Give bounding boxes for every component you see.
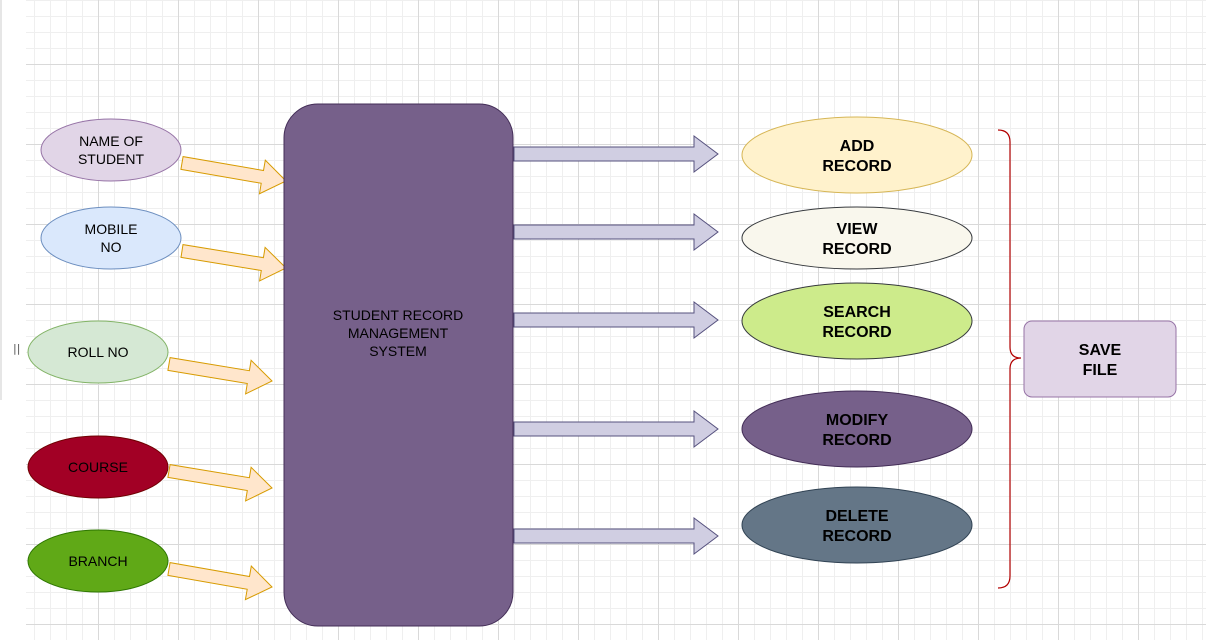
input-ellipse — [27, 529, 169, 593]
output-arrows — [513, 135, 719, 555]
output-arrow-1 — [513, 135, 719, 173]
output-arrow-5 — [513, 517, 719, 555]
input-node-3[interactable]: ROLL NO — [27, 320, 169, 384]
output-arrow-4 — [513, 410, 719, 448]
input-ellipse — [40, 206, 182, 270]
input-node-label: COURSE — [68, 459, 128, 475]
input-ellipse — [40, 118, 182, 182]
output-ellipse — [741, 282, 973, 360]
left-panel-edge — [0, 0, 2, 400]
output-ellipse — [741, 390, 973, 468]
input-arrows — [167, 156, 287, 601]
panel-resize-handle[interactable]: || — [13, 342, 21, 355]
input-node-5[interactable]: BRANCH — [27, 529, 169, 593]
output-ellipse — [741, 486, 973, 564]
output-ellipse — [741, 206, 973, 270]
output-arrow-2 — [513, 213, 719, 251]
input-node-label: ROLL NO — [68, 344, 129, 360]
input-ellipse — [27, 320, 169, 384]
input-node-label: BRANCH — [68, 553, 127, 569]
input-arrow-5 — [167, 562, 273, 601]
right-curly-brace — [997, 129, 1022, 589]
input-node-4[interactable]: COURSE — [27, 435, 169, 499]
input-ellipse — [27, 435, 169, 499]
input-arrow-3 — [167, 357, 273, 395]
input-arrow-4 — [167, 464, 273, 502]
brace-group — [997, 129, 1022, 589]
save-file-box — [1023, 320, 1177, 398]
system-box — [283, 103, 514, 627]
input-arrow-1 — [180, 156, 287, 195]
output-ellipse — [741, 116, 973, 194]
output-arrow-3 — [513, 301, 719, 339]
input-arrow-2 — [180, 244, 287, 282]
